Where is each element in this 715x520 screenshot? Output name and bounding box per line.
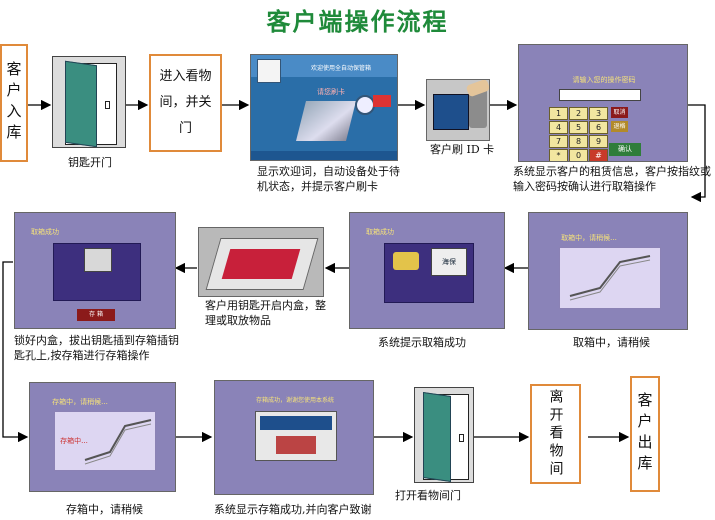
caption-open-box: 客户用钥匙开启内盒，整理或取放物品 bbox=[205, 299, 326, 327]
welcome-banner: 欢迎使用全自动保管箱 bbox=[310, 65, 371, 72]
arrow-10 bbox=[2, 261, 29, 443]
key-2[interactable]: 2 bbox=[569, 107, 588, 120]
screen-fetching: 取箱中，请稍候... bbox=[528, 212, 688, 330]
bank-logo-icon bbox=[257, 59, 281, 83]
caption-lock-box: 锁好内盒，拔出钥匙插到存箱插钥匙孔上,按存箱进行存箱操作 bbox=[14, 334, 179, 362]
fetch-success-panel: 海保 bbox=[384, 243, 474, 303]
key-4[interactable]: 4 bbox=[549, 121, 568, 134]
screen-fetch-success: 取箱成功 海保 bbox=[349, 212, 505, 329]
key-3[interactable]: 3 bbox=[589, 107, 608, 120]
door-image-1 bbox=[52, 56, 126, 148]
screen-welcome: 欢迎使用全自动保管箱 请您刷卡 bbox=[250, 54, 398, 161]
key-7[interactable]: 7 bbox=[549, 135, 568, 148]
tray-illustration bbox=[205, 238, 319, 290]
store-button[interactable]: 存 箱 bbox=[77, 309, 115, 321]
leave-room-box: 离开看物间 bbox=[530, 384, 581, 484]
caption-fetch-ok: 系统提示取箱成功 bbox=[378, 336, 466, 349]
logo-text: 海保 bbox=[442, 258, 456, 266]
conveyor-icon bbox=[569, 255, 651, 301]
key-8[interactable]: 8 bbox=[569, 135, 588, 148]
key-star[interactable]: * bbox=[549, 149, 568, 161]
chip-card-icon bbox=[373, 95, 391, 107]
fetching-title: 取箱中，请稍候... bbox=[561, 234, 617, 242]
caption-verify: 系统显示客户的租赁信息，客户按指纹或输入密码按确认进行取箱操作 bbox=[513, 165, 711, 193]
fetch-success-title: 取箱成功 bbox=[366, 228, 394, 236]
keypad-cancel-button[interactable]: 取消 bbox=[611, 107, 628, 118]
keypad-confirm-button[interactable]: 确认 bbox=[609, 143, 641, 156]
caption-swipe: 客户刷 ID 卡 bbox=[430, 143, 495, 156]
card-slot-icon bbox=[469, 88, 487, 128]
store-success-title: 存箱成功，谢谢您使用本系统 bbox=[255, 397, 334, 404]
store-instruction-panel bbox=[53, 243, 141, 301]
welcome-sub: 请您刷卡 bbox=[317, 88, 345, 96]
enter-room-box: 进入看物间，并关门 bbox=[149, 54, 222, 152]
screen-keypad: 请输入您的操作密码 1 2 3 4 5 6 7 8 9 * 0 # 取消 退格 … bbox=[518, 44, 688, 162]
storing-illustration: 存箱中... bbox=[54, 411, 156, 471]
key-6[interactable]: 6 bbox=[589, 121, 608, 134]
insert-panel: 海保 bbox=[431, 248, 467, 276]
key-5[interactable]: 5 bbox=[569, 121, 588, 134]
robot-arm-illustration bbox=[559, 247, 661, 309]
keypad-title: 请输入您的操作密码 bbox=[572, 76, 636, 84]
caption-store-ok: 系统显示存箱成功,并向客户致谢 bbox=[214, 503, 372, 516]
storing-conveyor-icon bbox=[84, 419, 152, 465]
key-9[interactable]: 9 bbox=[589, 135, 608, 148]
key-0[interactable]: 0 bbox=[569, 149, 588, 161]
caption-open-door: 打开看物间门 bbox=[395, 489, 461, 502]
end-box: 客户出库 bbox=[630, 376, 660, 492]
screen-store-prompt: 取箱成功 存 箱 bbox=[14, 212, 176, 329]
key-icon bbox=[393, 252, 419, 270]
store-success-image bbox=[255, 411, 337, 461]
page-title: 客户端操作流程 bbox=[266, 7, 449, 36]
storing-title: 存箱中，请稍候... bbox=[52, 398, 108, 406]
kiosk-screen bbox=[433, 94, 469, 130]
screen-store-success: 存箱成功，谢谢您使用本系统 bbox=[214, 380, 374, 495]
storing-label: 存箱中... bbox=[60, 437, 88, 445]
card-reader-illustration bbox=[296, 101, 356, 141]
caption-key-open: 钥匙开门 bbox=[68, 156, 112, 169]
photo-inner-box bbox=[198, 227, 324, 297]
store-success-banner bbox=[260, 416, 332, 430]
red-box-icon bbox=[221, 249, 301, 279]
keypad-back-button[interactable]: 退格 bbox=[611, 121, 628, 132]
screen-storing: 存箱中，请稍候... 存箱中... bbox=[29, 382, 176, 492]
caption-storing: 存箱中，请稍候 bbox=[66, 503, 143, 516]
caption-fetching: 取箱中，请稍候 bbox=[573, 336, 650, 349]
password-field[interactable] bbox=[559, 89, 641, 101]
key-hash[interactable]: # bbox=[589, 149, 608, 161]
key-insert-icon bbox=[84, 248, 112, 272]
arrow-6 bbox=[688, 104, 706, 203]
caption-welcome: 显示欢迎词，自动设备处于待机状态，并提示客户刷卡 bbox=[257, 165, 400, 193]
start-box: 客户入库 bbox=[0, 44, 28, 162]
store-prompt-title: 取箱成功 bbox=[31, 228, 59, 236]
door-image-2 bbox=[414, 387, 474, 483]
store-success-box-icon bbox=[276, 436, 316, 454]
id-card-icon bbox=[355, 95, 375, 115]
photo-card-swipe bbox=[426, 79, 490, 141]
key-1[interactable]: 1 bbox=[549, 107, 568, 120]
